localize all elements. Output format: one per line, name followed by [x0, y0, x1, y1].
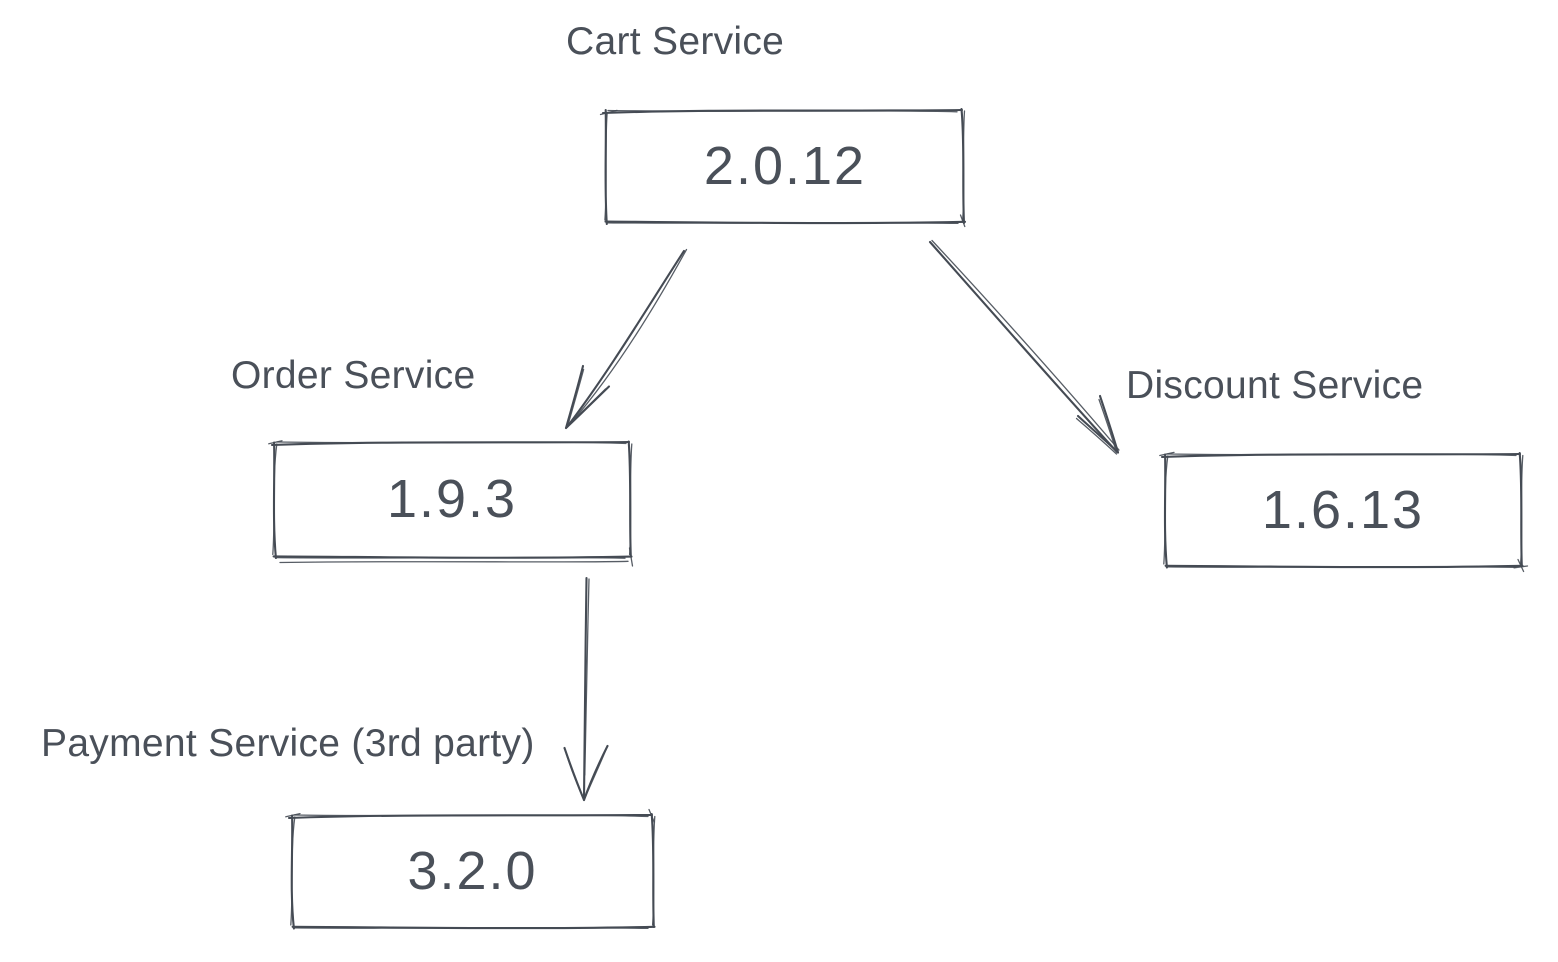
order-service-version: 1.9.3 — [386, 469, 518, 529]
cart-service-version: 2.0.12 — [703, 136, 867, 196]
discount-service-version: 1.6.13 — [1261, 479, 1425, 540]
discount-service-box — [1159, 451, 1529, 573]
order-service-version-box: 1.9.3 — [273, 441, 631, 557]
edge-cart-to-discount-arrow — [928, 239, 1120, 455]
cart-service-version-box: 2.0.12 — [605, 109, 965, 223]
order-service-box — [268, 440, 634, 567]
discount-service-version-box: 1.6.13 — [1164, 453, 1522, 566]
order-service-label: Order Service — [231, 354, 476, 397]
discount-service-label: Discount Service — [1126, 364, 1424, 407]
edge-order-to-payment-arrow — [563, 576, 609, 802]
payment-service-box — [285, 808, 656, 930]
payment-service-version-box: 3.2.0 — [291, 814, 654, 927]
cart-service-box — [599, 107, 967, 228]
payment-service-version: 3.2.0 — [407, 840, 538, 901]
edge-cart-to-order-arrow — [564, 248, 688, 430]
payment-service-label: Payment Service (3rd party) — [41, 722, 535, 765]
cart-service-label: Cart Service — [566, 20, 785, 63]
